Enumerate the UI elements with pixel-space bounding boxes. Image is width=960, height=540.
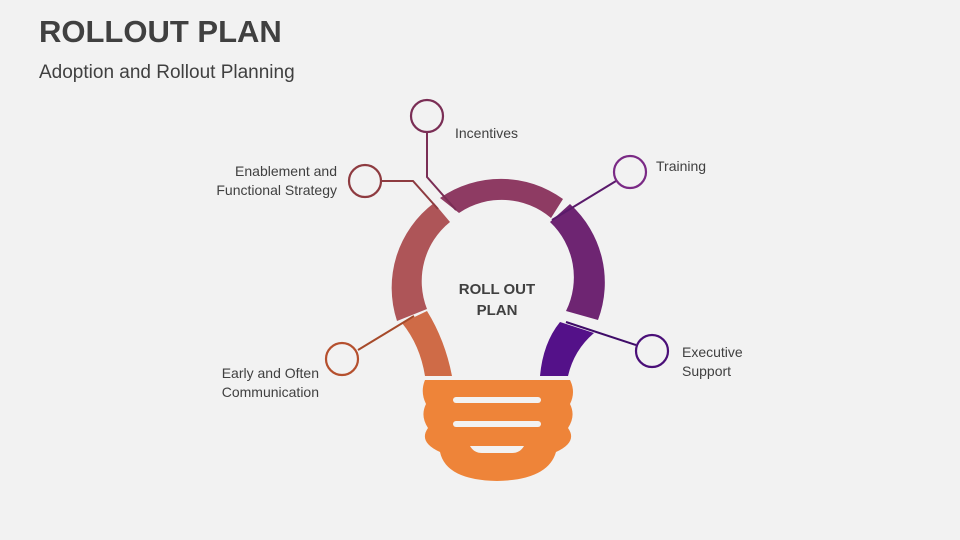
base-stripe-3	[470, 446, 524, 453]
connector-training	[551, 154, 648, 221]
base-stripe-2	[453, 421, 541, 427]
bulb-segment-lower-right	[540, 322, 594, 376]
page-title: ROLLOUT PLAN	[39, 14, 282, 49]
label-training-text: Training	[656, 158, 707, 174]
connector-incentives	[409, 98, 457, 211]
label-executive-line2: Support	[682, 363, 732, 379]
connector-communication	[324, 315, 415, 377]
label-enablement-line1: Enablement and	[235, 163, 337, 179]
label-incentives: Incentives	[455, 124, 518, 143]
page-subtitle: Adoption and Rollout Planning	[39, 62, 295, 83]
label-communication-line2: Communication	[221, 384, 319, 400]
connector-executive	[565, 321, 670, 369]
bulb-segment-right	[550, 204, 605, 320]
bulb-base	[422, 380, 573, 481]
label-communication-line1: Early and Often	[221, 365, 319, 381]
bulb-segment-top	[440, 178, 563, 218]
label-enablement-line2: Functional Strategy	[216, 182, 337, 198]
label-incentives-text: Incentives	[455, 125, 519, 141]
label-executive-support: Executive Support	[682, 343, 743, 381]
center-label: ROLL OUT PLAN	[437, 279, 557, 321]
base-stripe-1	[453, 397, 541, 403]
label-communication: Early and Often Communication	[190, 364, 319, 402]
bulb-segment-lower-left	[402, 311, 452, 376]
connector-enablement	[347, 163, 439, 210]
label-executive-line1: Executive	[682, 344, 743, 360]
label-enablement: Enablement and Functional Strategy	[190, 162, 337, 200]
bulb-segment-left	[391, 203, 450, 321]
center-label-line2: PLAN	[476, 302, 518, 319]
label-training: Training	[656, 157, 706, 176]
center-label-line1: ROLL OUT	[458, 281, 536, 298]
